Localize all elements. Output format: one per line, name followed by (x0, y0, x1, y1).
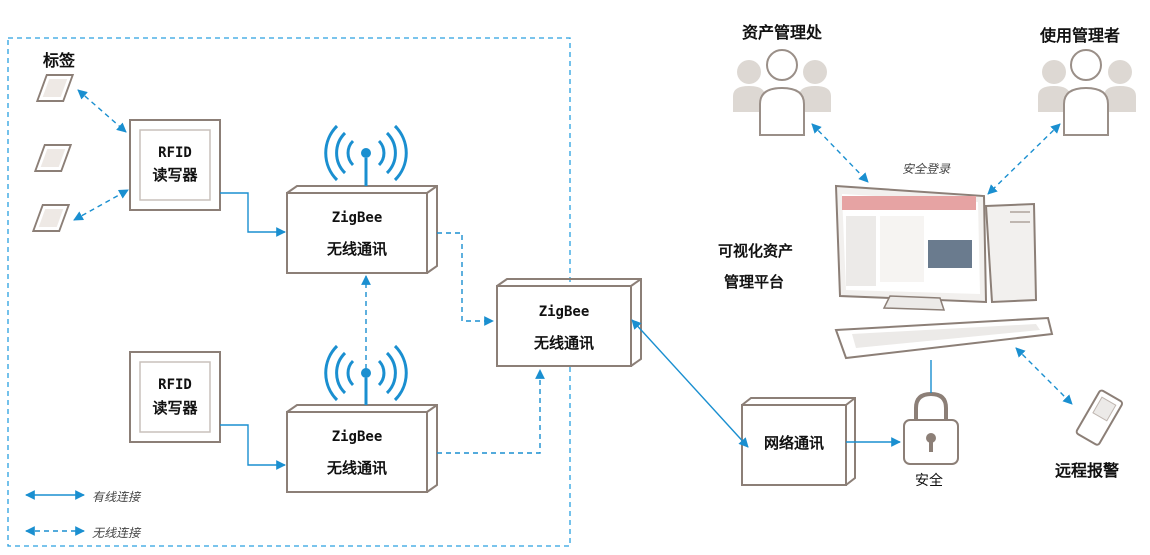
zigbee-top-label-2: 无线通讯 (326, 240, 387, 258)
zigbee-box-center (496, 278, 642, 367)
zigbee-center-label-2: 无线通讯 (533, 334, 594, 352)
rfid-reader-bottom-label-2: 读写器 (152, 399, 198, 417)
secure-login-label: 安全登录 (902, 162, 951, 176)
zigbee-top-label-1: ZigBee (331, 210, 383, 226)
lock-icon (903, 391, 959, 465)
computer-icon (834, 184, 1054, 360)
tag-icon (35, 74, 75, 102)
wireless-connections (73, 89, 1073, 454)
zigbee-center-label-1: ZigBee (538, 304, 590, 320)
platform-label-2: 管理平台 (724, 273, 785, 291)
rfid-reader-bottom-label-1: RFID (158, 377, 192, 393)
network-box (741, 397, 856, 486)
rfid-reader-top-label-2: 读写器 (152, 166, 198, 184)
security-label: 安全 (915, 473, 943, 489)
remote-alarm-label: 远程报警 (1055, 461, 1120, 480)
rfid-reader-top-label-1: RFID (158, 145, 192, 161)
user-manager-label: 使用管理者 (1040, 26, 1121, 45)
platform-label-1: 可视化资产 (718, 242, 794, 260)
rfid-reader-bottom (129, 351, 221, 443)
legend (25, 490, 85, 536)
tags-label: 标签 (43, 51, 76, 70)
rfid-reader-top (129, 119, 221, 211)
network-label: 网络通讯 (763, 434, 824, 452)
wired-connections (220, 192, 932, 470)
legend-wireless-label: 无线连接 (92, 526, 141, 540)
user-group-icon (733, 49, 831, 136)
asset-office-label: 资产管理处 (742, 23, 823, 42)
legend-wired-label: 有线连接 (92, 490, 141, 504)
wifi-signal-icon (324, 344, 408, 405)
zigbee-bottom-label-1: ZigBee (331, 429, 383, 445)
zigbee-bottom-label-2: 无线通讯 (326, 459, 387, 477)
wireless-network-frame (7, 37, 571, 547)
wifi-signal-icon (324, 124, 408, 186)
zigbee-box-bottom (286, 404, 438, 493)
tag-icon (31, 204, 71, 232)
phone-icon (1075, 389, 1124, 446)
zigbee-box-top (286, 185, 438, 274)
user-group-icon (1038, 49, 1136, 136)
tag-icon (33, 144, 73, 172)
